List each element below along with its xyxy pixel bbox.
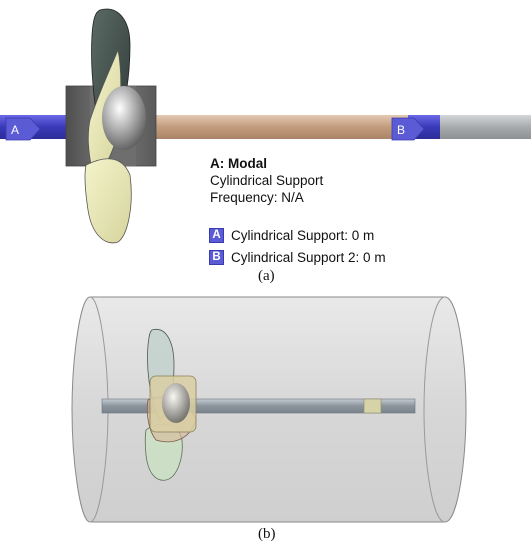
- blade-bottom-light: [84, 158, 132, 244]
- model-frequency: Frequency: N/A: [210, 190, 304, 205]
- panel-b-model: [71, 296, 467, 523]
- marker-a: A: [5, 117, 41, 141]
- model-title: A: Modal: [210, 156, 267, 171]
- rotor-b-spinner: [162, 383, 190, 423]
- inner-shaft-band: [363, 398, 382, 414]
- marker-b-label: B: [397, 123, 405, 137]
- legend-chip-a: A: [209, 227, 224, 243]
- legend-row-a: A Cylindrical Support: 0 m: [209, 225, 386, 245]
- spinner-sphere: [102, 86, 146, 150]
- shaft-gray-tail: [440, 115, 531, 139]
- caption-a: (a): [258, 268, 275, 284]
- cylinder-right-edge: [423, 296, 446, 523]
- model-info: A: Modal Cylindrical Support Frequency: …: [210, 155, 323, 206]
- marker-b: B: [391, 117, 425, 141]
- legend-chip-b: B: [209, 249, 224, 265]
- shaft-copper: [150, 115, 410, 139]
- caption-b: (b): [258, 526, 276, 542]
- marker-a-label: A: [11, 123, 19, 137]
- panel-a-model: A B: [0, 8, 531, 244]
- model-subtitle: Cylindrical Support: [210, 173, 324, 188]
- legend-label-b: Cylindrical Support 2: 0 m: [231, 249, 386, 265]
- support-legend: A Cylindrical Support: 0 m B Cylindrical…: [209, 225, 386, 269]
- legend-label-a: Cylindrical Support: 0 m: [231, 227, 375, 243]
- legend-row-b: B Cylindrical Support 2: 0 m: [209, 247, 386, 267]
